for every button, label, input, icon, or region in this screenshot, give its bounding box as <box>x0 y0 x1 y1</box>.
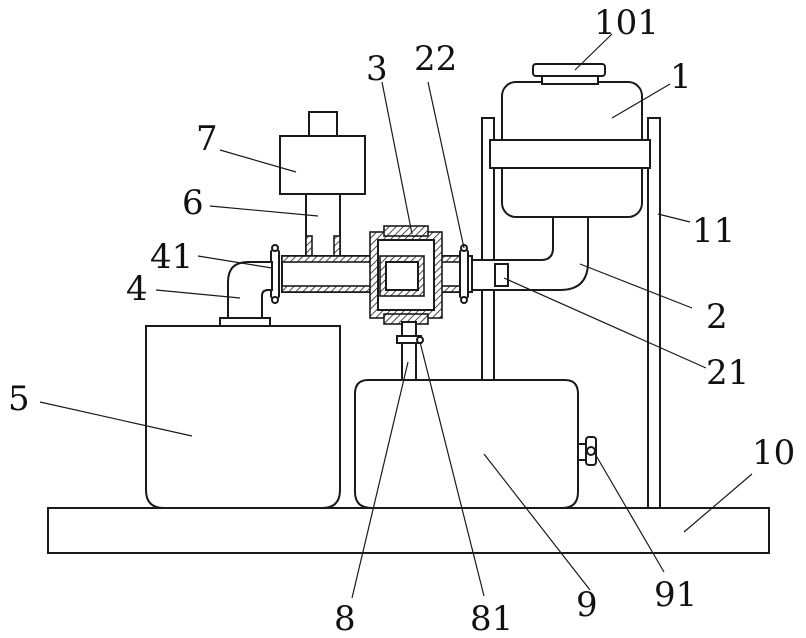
base-plate <box>48 508 769 553</box>
bend-pipe-4 <box>228 262 272 322</box>
outlet-91-stub <box>578 444 586 460</box>
outlet-valve-91-ring <box>587 447 595 455</box>
main-pipe-wall-top <box>282 256 374 262</box>
leader-11 <box>658 214 690 222</box>
tank-5 <box>146 326 340 508</box>
label-22: 22 <box>414 39 457 79</box>
leader-2 <box>580 264 692 308</box>
label-81: 81 <box>470 599 513 638</box>
label-8: 8 <box>334 599 356 638</box>
label-4: 4 <box>126 269 148 309</box>
frame-post-right <box>648 118 660 508</box>
motor-7 <box>280 136 365 194</box>
sensor-21 <box>495 264 508 286</box>
label-91: 91 <box>654 575 697 615</box>
tank-cap-101 <box>533 64 605 76</box>
flange-41-bolt-bottom <box>272 297 278 303</box>
leader-22 <box>428 82 464 248</box>
label-5: 5 <box>8 379 30 419</box>
flange-22 <box>460 250 468 298</box>
leader-3 <box>382 82 412 234</box>
leader-6 <box>210 206 318 216</box>
label-7: 7 <box>196 119 218 159</box>
label-1: 1 <box>670 57 692 97</box>
flange-22-bolt-bottom <box>461 297 467 303</box>
label-11: 11 <box>692 211 735 251</box>
main-pipe-wall-bottom <box>282 286 374 292</box>
tank-clamp-band <box>490 140 650 168</box>
drain-pipe-8 <box>402 322 416 382</box>
label-9: 9 <box>576 585 598 625</box>
leader-21 <box>504 278 706 368</box>
label-21: 21 <box>706 353 749 393</box>
label-10: 10 <box>752 433 795 473</box>
label-41: 41 <box>150 237 193 277</box>
label-3: 3 <box>366 49 388 89</box>
pump-housing-top-cap <box>384 226 428 236</box>
label-6: 6 <box>182 183 204 223</box>
flange-41-bolt-top <box>272 245 278 251</box>
label-2: 2 <box>706 297 728 337</box>
pump-impeller-core <box>386 262 418 290</box>
label-101: 101 <box>594 3 659 43</box>
